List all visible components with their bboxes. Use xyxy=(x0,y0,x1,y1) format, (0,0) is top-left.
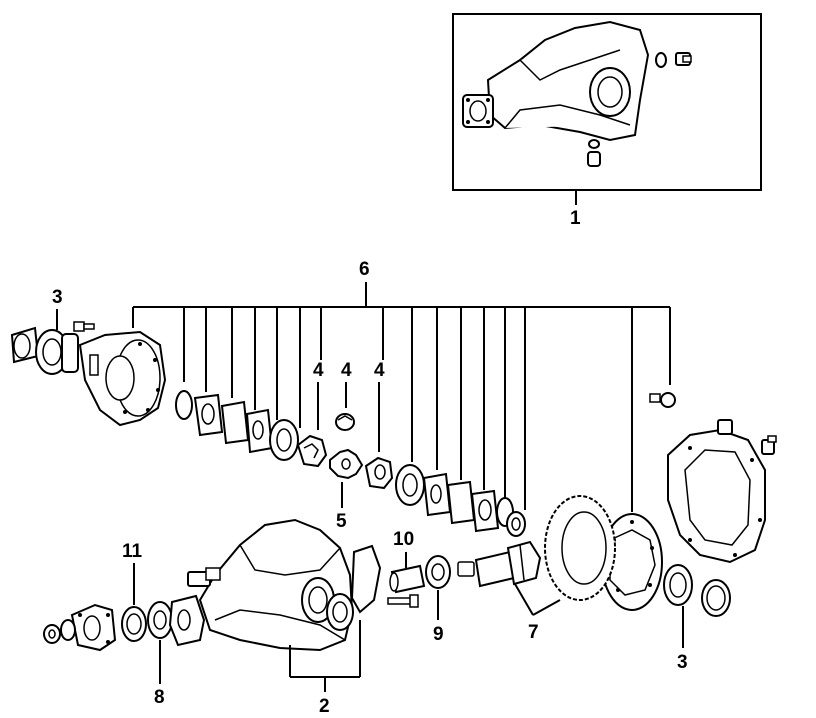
pinion-gear-top xyxy=(335,413,355,431)
left-bolt xyxy=(73,321,95,332)
pinion-gear-right xyxy=(364,456,394,490)
callout-7-bracket xyxy=(514,583,561,616)
shim-4 xyxy=(446,480,476,525)
pinion-oil-seal xyxy=(121,606,147,642)
pinion-shaft-cross xyxy=(329,448,364,480)
callout-4-b: 4 xyxy=(341,360,352,381)
left-bearing-race xyxy=(10,326,40,364)
callout-6: 6 xyxy=(359,259,370,280)
shim-1 xyxy=(220,400,250,445)
callout-7: 7 xyxy=(528,622,539,643)
pinion-gear-left xyxy=(296,434,328,468)
rear-axle-housing xyxy=(187,518,354,652)
side-gear-washer-left xyxy=(193,393,224,437)
shim-3 xyxy=(422,472,452,517)
callout-5: 5 xyxy=(336,511,347,532)
differential-rear-cover xyxy=(667,428,766,564)
callout-10: 10 xyxy=(393,529,414,550)
inset-differential-housing xyxy=(462,20,650,142)
left-bearing xyxy=(35,329,79,375)
callout-2: 2 xyxy=(319,696,330,717)
pinion-nut-washer xyxy=(43,619,76,644)
callout-4-a: 4 xyxy=(313,360,324,381)
cover-bolt xyxy=(649,392,676,408)
drive-pinion-shaft xyxy=(474,540,542,588)
housing-bolt xyxy=(387,594,419,608)
front-pinion-bearing xyxy=(147,601,173,639)
callout-4-c: 4 xyxy=(374,360,385,381)
companion-flange xyxy=(70,603,117,652)
ring-gear xyxy=(544,495,616,601)
shim-2 xyxy=(245,408,274,454)
differential-carrier-case xyxy=(78,330,167,427)
pinion-nut xyxy=(457,561,475,577)
callout-2-bracket xyxy=(289,620,361,692)
inset-fill-plug xyxy=(655,52,692,68)
side-bearing-right xyxy=(663,564,693,606)
housing-side-seal xyxy=(326,593,354,631)
callout-8: 8 xyxy=(154,687,165,708)
callout-11: 11 xyxy=(122,541,143,562)
side-gear-left xyxy=(269,419,299,461)
side-gear-washer-right xyxy=(470,489,500,533)
pinion-bearing xyxy=(425,555,451,589)
collapsible-spacer xyxy=(389,564,426,594)
thrust-washer-3 xyxy=(506,511,526,537)
callout-9: 9 xyxy=(433,624,444,645)
callout-3-right: 3 xyxy=(677,652,688,673)
axle-tube-flange xyxy=(350,544,382,614)
cover-breather xyxy=(717,419,733,435)
callout-1: 1 xyxy=(570,208,581,229)
thrust-washer-1 xyxy=(175,390,193,420)
side-gear-right xyxy=(395,464,425,506)
inset-assembly-box xyxy=(452,13,762,191)
cover-fill-plug xyxy=(761,435,777,455)
bearing-spacer xyxy=(168,594,206,647)
callout-6-bracket xyxy=(132,282,671,512)
callout-3-left: 3 xyxy=(52,287,63,308)
oil-seal-right xyxy=(701,579,731,617)
inset-drain-plug xyxy=(587,139,601,167)
